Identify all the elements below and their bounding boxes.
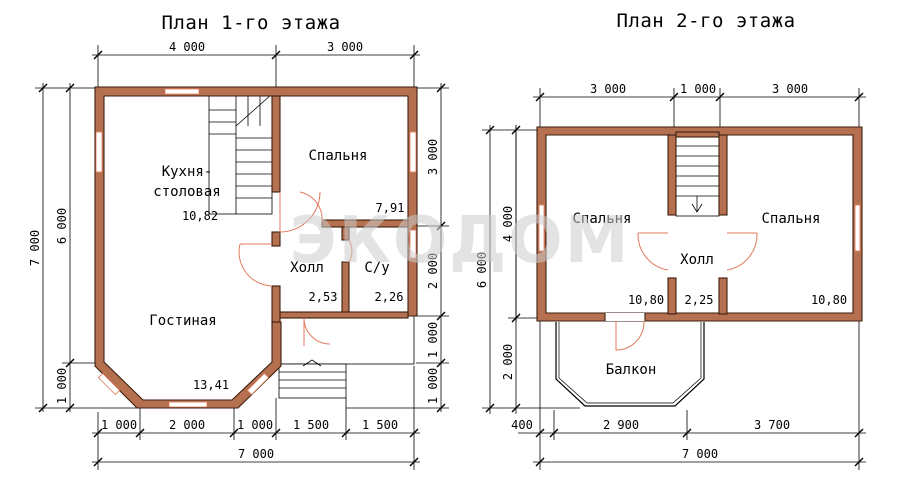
floor2-dim-left-inner: 2 000 <box>501 344 515 380</box>
floor1-dim-bottom-total: 7 000 <box>238 447 274 461</box>
floor2-dim-bottom: 400 2 900 3 700 7 000 <box>511 318 866 470</box>
floor1-dim-right: 3 000 2 000 1 000 1 000 <box>346 83 449 413</box>
kitchen-label-line1: Кухня- <box>162 164 213 180</box>
floor1-dim-left-outer: 7 000 <box>28 83 140 413</box>
bedroom-label: Спальня <box>308 148 367 164</box>
floor1-staircase <box>208 93 273 215</box>
floor1-room-labels: Кухня- столовая 10,82 Спальня 7,91 Холл … <box>149 148 404 392</box>
floor1-dim-left-total: 7 000 <box>28 230 42 266</box>
floor1-dim-top-left: 4 000 <box>169 40 205 54</box>
floor1-title: План 1-го этажа <box>161 12 340 34</box>
floor2-dim-center: 4 000 <box>501 125 517 322</box>
floor1-plan: 4 000 3 000 7 000 6 000 1 000 <box>28 40 449 470</box>
floor1-dim-top: 4 000 3 000 <box>92 40 420 88</box>
floor2-dim-top-1: 3 000 <box>590 82 626 96</box>
floor2-dim-bottom-3: 3 700 <box>754 418 790 432</box>
balcony-label: Балкон <box>606 362 657 378</box>
floor1-dim-right-1000b: 1 000 <box>426 368 440 404</box>
floor2-hall-area: 2,25 <box>685 293 714 307</box>
hall-label: Холл <box>290 260 324 276</box>
floor2-title: План 2-го этажа <box>616 10 795 32</box>
floor1-dim-left-6000: 6 000 <box>55 208 69 244</box>
floor2-plan: 3 000 1 000 3 000 6 000 2 000 4 000 <box>475 82 866 470</box>
floor1-dim-bottom-1: 1 000 <box>101 418 137 432</box>
floor1-dim-right-3000: 3 000 <box>426 139 440 175</box>
floor2-dim-right-4000: 4 000 <box>501 206 515 242</box>
floor2-hall-label: Холл <box>680 252 714 268</box>
floor1-dim-bottom-2: 2 000 <box>169 418 205 432</box>
floor2-bedroom-right-area: 10,80 <box>811 293 847 307</box>
floor2-bedroom-left-area: 10,80 <box>628 293 664 307</box>
floor2-dim-left-outer: 6 000 <box>475 252 489 288</box>
floor2-dim-bottom-2: 2 900 <box>603 418 639 432</box>
floor1-dim-top-right: 3 000 <box>327 40 363 54</box>
watermark-logo: ЭКОДОМ <box>290 204 631 278</box>
floor2-dim-bottom-total: 7 000 <box>682 447 718 461</box>
floor2-staircase <box>675 135 720 217</box>
kitchen-area: 10,82 <box>182 209 218 223</box>
floor2-dim-top-3: 3 000 <box>772 82 808 96</box>
floor1-dim-left-inner: 6 000 1 000 <box>55 83 100 413</box>
floor2-bedroom-left-label: Спальня <box>572 211 631 227</box>
living-area: 13,41 <box>193 378 229 392</box>
floor1-dim-bottom: 1 000 2 000 1 000 1 500 1 500 7 000 <box>92 366 420 470</box>
floor1-dim-right-2000: 2 000 <box>426 253 440 289</box>
bedroom-area: 7,91 <box>376 201 405 215</box>
floor2-walls <box>536 126 863 322</box>
wc-area: 2,26 <box>375 290 404 304</box>
floor1-dim-bottom-3: 1 000 <box>237 418 273 432</box>
floor2-room-labels: Спальня 10,80 Спальня 10,80 Холл 2,25 Ба… <box>572 211 847 378</box>
floor1-doors <box>238 191 353 346</box>
kitchen-label-line2: столовая <box>153 184 220 200</box>
floor2-doors <box>615 232 758 351</box>
floor2-windows <box>538 204 861 252</box>
floor1-porch <box>275 315 415 399</box>
living-label: Гостиная <box>149 313 216 329</box>
floor2-dim-top: 3 000 1 000 3 000 <box>533 82 866 130</box>
floor2-balcony <box>555 322 705 407</box>
floor2-bedroom-right-label: Спальня <box>761 211 820 227</box>
floor2-dim-top-2: 1 000 <box>680 82 716 96</box>
floor1-dim-left-1000: 1 000 <box>55 368 69 404</box>
wc-label: С/у <box>364 260 389 276</box>
floor2-dim-bottom-1: 400 <box>511 418 533 432</box>
floor1-windows <box>95 88 417 408</box>
floor1-walls <box>94 86 418 409</box>
floor1-dim-bottom-4: 1 500 <box>293 418 329 432</box>
floor1-dim-bottom-5: 1 500 <box>362 418 398 432</box>
floor1-dim-right-1000a: 1 000 <box>426 322 440 358</box>
hall-area: 2,53 <box>309 290 338 304</box>
